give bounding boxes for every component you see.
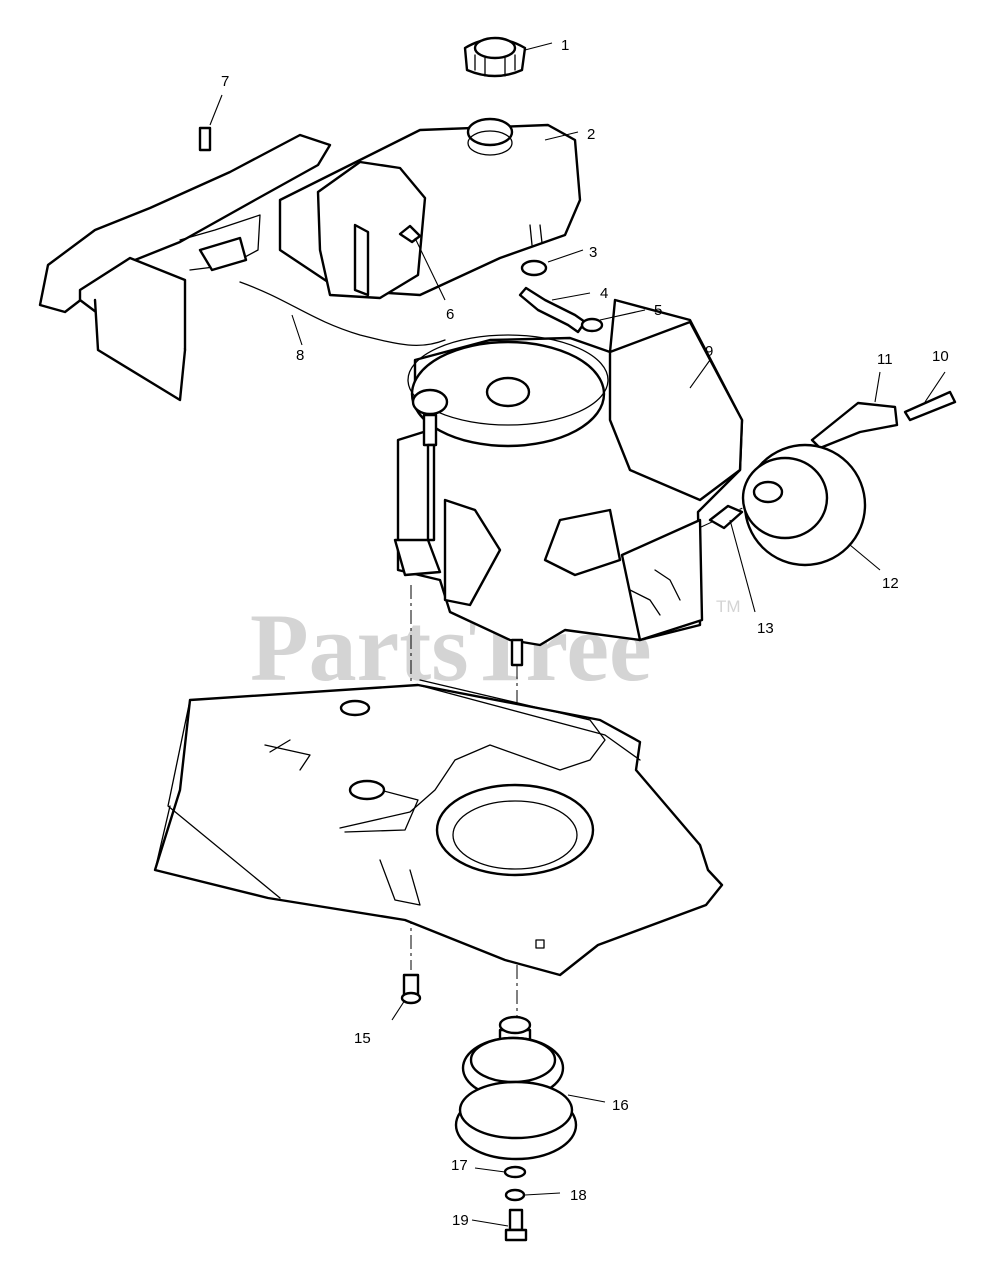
callout-1: 1: [561, 37, 569, 54]
callout-2: 2: [587, 126, 595, 143]
throttle-control: [198, 236, 248, 272]
muffler: [741, 443, 867, 567]
fuel-line-assembly: [518, 259, 604, 334]
callout-4: 4: [600, 285, 608, 302]
washer-17: [503, 1165, 527, 1179]
throttle-cable: [239, 281, 446, 347]
fuel-cap: [463, 36, 527, 78]
pulley: [454, 1015, 578, 1161]
fuel-tank: [278, 117, 582, 300]
fastener-15: [400, 973, 422, 1005]
callout-6: 6: [446, 306, 454, 323]
chassis-plate: [153, 679, 724, 977]
callout-8: 8: [296, 347, 304, 364]
screw-7: [198, 126, 212, 152]
callout-18: 18: [570, 1187, 587, 1204]
callout-13: 13: [757, 620, 774, 637]
shroud: [38, 133, 332, 402]
callout-10: 10: [932, 348, 949, 365]
callout-9: 9: [705, 343, 713, 360]
callout-17: 17: [451, 1157, 468, 1174]
bolt-19: [504, 1208, 528, 1242]
leader-lines: [209, 42, 946, 1227]
callout-3: 3: [589, 244, 597, 261]
callout-19: 19: [452, 1212, 469, 1229]
washer-18: [504, 1188, 526, 1202]
engine: [396, 298, 744, 667]
callout-5: 5: [654, 302, 662, 319]
muffler-guard: [810, 401, 899, 450]
callout-15: 15: [354, 1030, 371, 1047]
exhaust-gasket: [708, 504, 744, 530]
callout-11: 11: [877, 351, 893, 368]
callout-7: 7: [221, 73, 229, 90]
dipstick: [393, 388, 449, 577]
callout-12: 12: [882, 575, 899, 592]
callout-16: 16: [612, 1097, 629, 1114]
watermark-tm: TM: [716, 597, 741, 616]
muffler-bolt: [903, 390, 957, 422]
